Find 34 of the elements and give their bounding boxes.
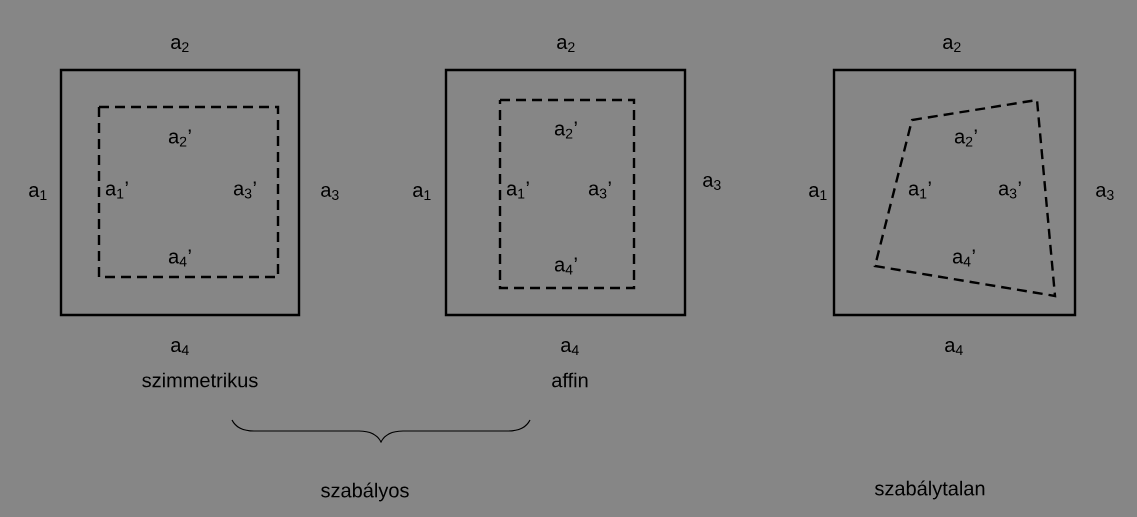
side-label: a$_{1}$ bbox=[809, 186, 827, 200]
side-label: a$_{4}$ bbox=[561, 341, 579, 355]
inner-label: a$_{3}$’ bbox=[588, 181, 611, 199]
square bbox=[59, 68, 301, 317]
inner-label: a$_{3}$’ bbox=[233, 181, 256, 199]
dashed-quadrilateral bbox=[97, 105, 280, 279]
side-label: a$_{3}$ bbox=[321, 186, 339, 200]
caption: affin bbox=[552, 372, 588, 388]
inner-label: a$_{2}$’ bbox=[954, 129, 977, 147]
side-label: a$_{4}$ bbox=[945, 341, 963, 355]
inner-label: a$_{1}$’ bbox=[908, 181, 931, 199]
side-label: a$_{2}$ bbox=[943, 38, 961, 52]
dashed-quadrilateral bbox=[498, 98, 636, 290]
side-label: a$_{1}$ bbox=[29, 186, 47, 200]
inner-label: a$_{4}$’ bbox=[952, 249, 975, 267]
side-label: a$_{4}$ bbox=[171, 341, 189, 355]
caption: szabálytalan bbox=[874, 480, 985, 500]
side-label: a$_{2}$ bbox=[171, 38, 189, 52]
inner-label: a$_{2}$’ bbox=[168, 129, 191, 147]
side-label: a$_{2}$ bbox=[557, 38, 575, 52]
side-label: a$_{1}$ bbox=[413, 186, 431, 200]
square bbox=[832, 68, 1077, 317]
inner-label: a$_{3}$’ bbox=[998, 181, 1021, 199]
square bbox=[444, 68, 687, 317]
inner-label: a$_{4}$’ bbox=[168, 249, 191, 267]
caption: szabályos bbox=[321, 482, 409, 502]
side-label: a$_{3}$ bbox=[703, 176, 721, 190]
inner-label: a$_{1}$’ bbox=[506, 181, 529, 199]
inner-label: a$_{4}$’ bbox=[554, 257, 577, 275]
inner-label: a$_{2}$’ bbox=[554, 121, 577, 139]
inner-label: a$_{1}$’ bbox=[105, 181, 128, 199]
dashed-quadrilateral bbox=[873, 98, 1057, 298]
side-label: a$_{3}$ bbox=[1096, 186, 1114, 200]
caption: szimmetrikus bbox=[142, 372, 258, 388]
